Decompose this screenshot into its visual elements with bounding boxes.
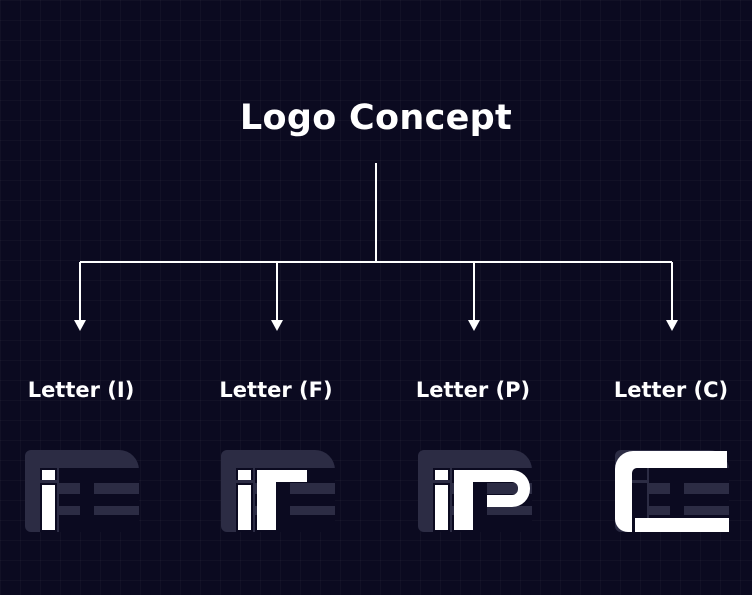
arrowhead-i <box>74 320 86 331</box>
arrowhead-p <box>468 320 480 331</box>
logo-letter-c-highlight <box>615 450 729 532</box>
logo-letter-f-highlight <box>221 450 335 532</box>
logo-letter-p-highlight <box>418 450 532 532</box>
branch-label-c: Letter (C) <box>613 378 729 402</box>
arrowhead-f <box>271 320 283 331</box>
branch-label-i: Letter (I) <box>27 378 135 402</box>
arrowhead-c <box>666 320 678 331</box>
branch-label-p: Letter (P) <box>415 378 531 402</box>
diagram-title: Logo Concept <box>239 98 513 138</box>
logo-letter-i-highlight <box>25 450 139 532</box>
branch-label-f: Letter (F) <box>219 378 333 402</box>
